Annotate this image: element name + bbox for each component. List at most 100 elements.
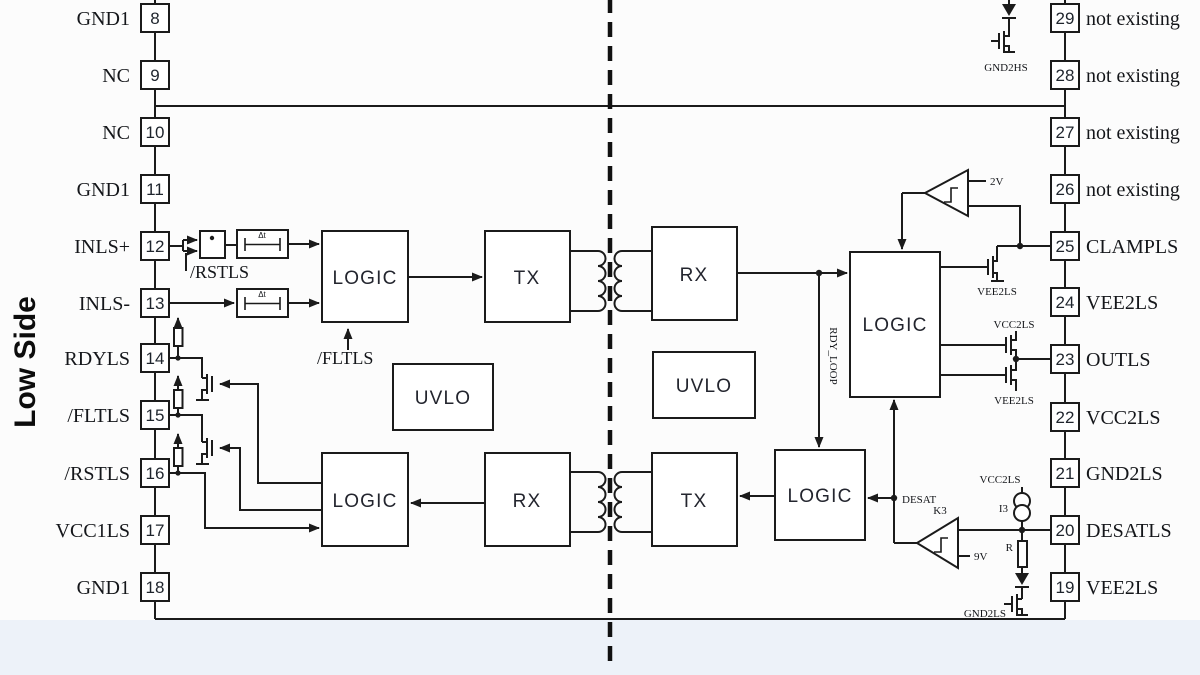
pin-number: 11 — [146, 180, 164, 199]
i3-label: I3 — [999, 503, 1009, 515]
fltls-into-logic: /FLTLS — [317, 328, 373, 368]
input-schmitt-box — [199, 230, 226, 259]
uvlo-block-label: UVLO — [415, 388, 472, 409]
k3-label: K3 — [933, 505, 947, 517]
block-uvlo-left: UVLO — [392, 363, 494, 431]
pin-label: not existing — [1086, 122, 1180, 144]
vcc2ls-rail-label: VCC2LS — [980, 474, 1021, 486]
vcc2ls-rail-label: VCC2LS — [994, 319, 1035, 331]
gnd2hs-label: GND2HS — [984, 62, 1027, 74]
pin-number: 22 — [1056, 408, 1075, 427]
pin-29: 29 not existing — [1050, 3, 1180, 33]
rdyls-pulldown-mosfet-icon — [196, 374, 213, 401]
tx-block-label: TX — [514, 268, 541, 289]
pin-label: VCC2LS — [1086, 407, 1160, 429]
low-side-label: Low Side — [9, 296, 42, 428]
fltls-signal-label: /FLTLS — [317, 348, 373, 368]
pin-27: 27 not existing — [1050, 117, 1180, 147]
block-rx-bottom: RX — [484, 452, 571, 547]
pin-label: OUTLS — [1086, 349, 1150, 371]
output-highside-mosfet-icon — [940, 331, 1017, 359]
pin-label: INLS- — [79, 293, 130, 315]
pin-number: 20 — [1056, 521, 1075, 540]
desat-circuit: VCC2LS I3 R GND2LS K3 — [867, 399, 1051, 620]
rdy-gate-drive-wire — [219, 379, 322, 484]
pin-number: 21 — [1056, 464, 1075, 483]
pin-8: 8 GND1 — [77, 3, 170, 33]
clamp-comparator: 2V — [897, 168, 1021, 250]
hs-remnant-mosfet-icon — [991, 31, 1015, 53]
right-pin-column: 29 not existing 28 not existing 27 not e… — [1050, 3, 1180, 602]
pin-label: GND1 — [77, 179, 130, 201]
block-rx-top-right: RX — [651, 226, 738, 321]
output-lowside-mosfet-icon — [940, 359, 1017, 391]
pin-17: 17 VCC1LS — [56, 515, 170, 545]
clamp-mosfet-icon — [940, 246, 1004, 282]
pin-label: RDYLS — [64, 348, 130, 370]
logic-block-label: LOGIC — [787, 486, 852, 507]
status-pin-circuits — [169, 317, 322, 533]
block-tx-bottom: TX — [651, 452, 738, 547]
vee2ls-rail-label: VEE2LS — [977, 286, 1017, 298]
pin-number: 9 — [150, 66, 159, 85]
r-label: R — [1006, 542, 1014, 554]
pin-label: not existing — [1086, 8, 1180, 30]
desat-comparator-k3: K3 9V — [894, 505, 988, 570]
pin-20: 20 DESATLS — [1050, 515, 1172, 545]
logic-block-label: LOGIC — [332, 268, 397, 289]
pin-number: 13 — [146, 294, 165, 313]
pin-label: /FLTLS — [67, 405, 130, 427]
pin-label: not existing — [1086, 65, 1180, 87]
pin-number: 14 — [146, 349, 165, 368]
pin-label: CLAMPLS — [1086, 236, 1178, 258]
rx-block-label: RX — [680, 265, 709, 286]
hysteresis-icon — [944, 187, 958, 203]
pin-number: 17 — [146, 521, 165, 540]
rstls-input-wire — [169, 472, 320, 533]
ref-2v-label: 2V — [990, 176, 1004, 188]
deglitch-filter-inls-minus: Δt — [236, 288, 289, 318]
pin-25: 25 CLAMPLS — [1050, 231, 1178, 261]
input-channel-top: /RSTLS Δt Δt — [169, 229, 320, 318]
diode-icon — [1015, 573, 1029, 585]
pullup-resistor-rdyls — [173, 317, 184, 361]
pin-number: 23 — [1056, 350, 1075, 369]
current-source-i3-icon — [1013, 492, 1031, 522]
desat-discharge-mosfet-icon — [1004, 594, 1028, 616]
tx-block-label: TX — [681, 491, 708, 512]
pin-15: 15 /FLTLS — [67, 400, 170, 430]
vee2ls-rail-label: VEE2LS — [994, 395, 1034, 407]
pin-22: 22 VCC2LS — [1050, 402, 1160, 432]
pin-number: 15 — [146, 406, 165, 425]
coil-right-icon — [613, 250, 623, 312]
ref-9v-label: 9V — [974, 551, 988, 563]
coil-left-icon — [597, 250, 607, 312]
rx-block-label: RX — [513, 491, 542, 512]
pin-9: 9 NC — [102, 60, 170, 90]
pin-13: 13 INLS- — [79, 288, 170, 318]
delta-t-label: Δt — [258, 231, 266, 240]
pin-label: VEE2LS — [1086, 577, 1158, 599]
output-stage: VCC2LS VEE2LS — [940, 319, 1051, 407]
coil-right-icon — [613, 471, 623, 533]
pin-number: 16 — [146, 464, 165, 483]
desat-node-label: DESAT — [902, 494, 937, 506]
pin-label: not existing — [1086, 179, 1180, 201]
hysteresis-icon — [934, 537, 948, 553]
gnd2ls-rail-label: GND2LS — [964, 608, 1006, 620]
rx-to-logic-and-rdy-loop: RDY_LOOP — [737, 268, 848, 448]
block-logic-feedback-right: LOGIC — [774, 449, 866, 541]
logic-block-label: LOGIC — [862, 315, 927, 336]
high-side-remnant-clamp-chain: GND2HS — [984, 0, 1028, 74]
pin-label: DESATLS — [1086, 520, 1172, 542]
pin-label: VEE2LS — [1086, 292, 1158, 314]
pin-19: 19 VEE2LS — [1050, 572, 1158, 602]
block-logic-feedback-left: LOGIC — [321, 452, 409, 547]
pin-11: 11 GND1 — [77, 174, 170, 204]
pin-number: 8 — [150, 9, 159, 28]
pin-number: 19 — [1056, 578, 1075, 597]
outside-bottom-strip — [0, 620, 1200, 675]
